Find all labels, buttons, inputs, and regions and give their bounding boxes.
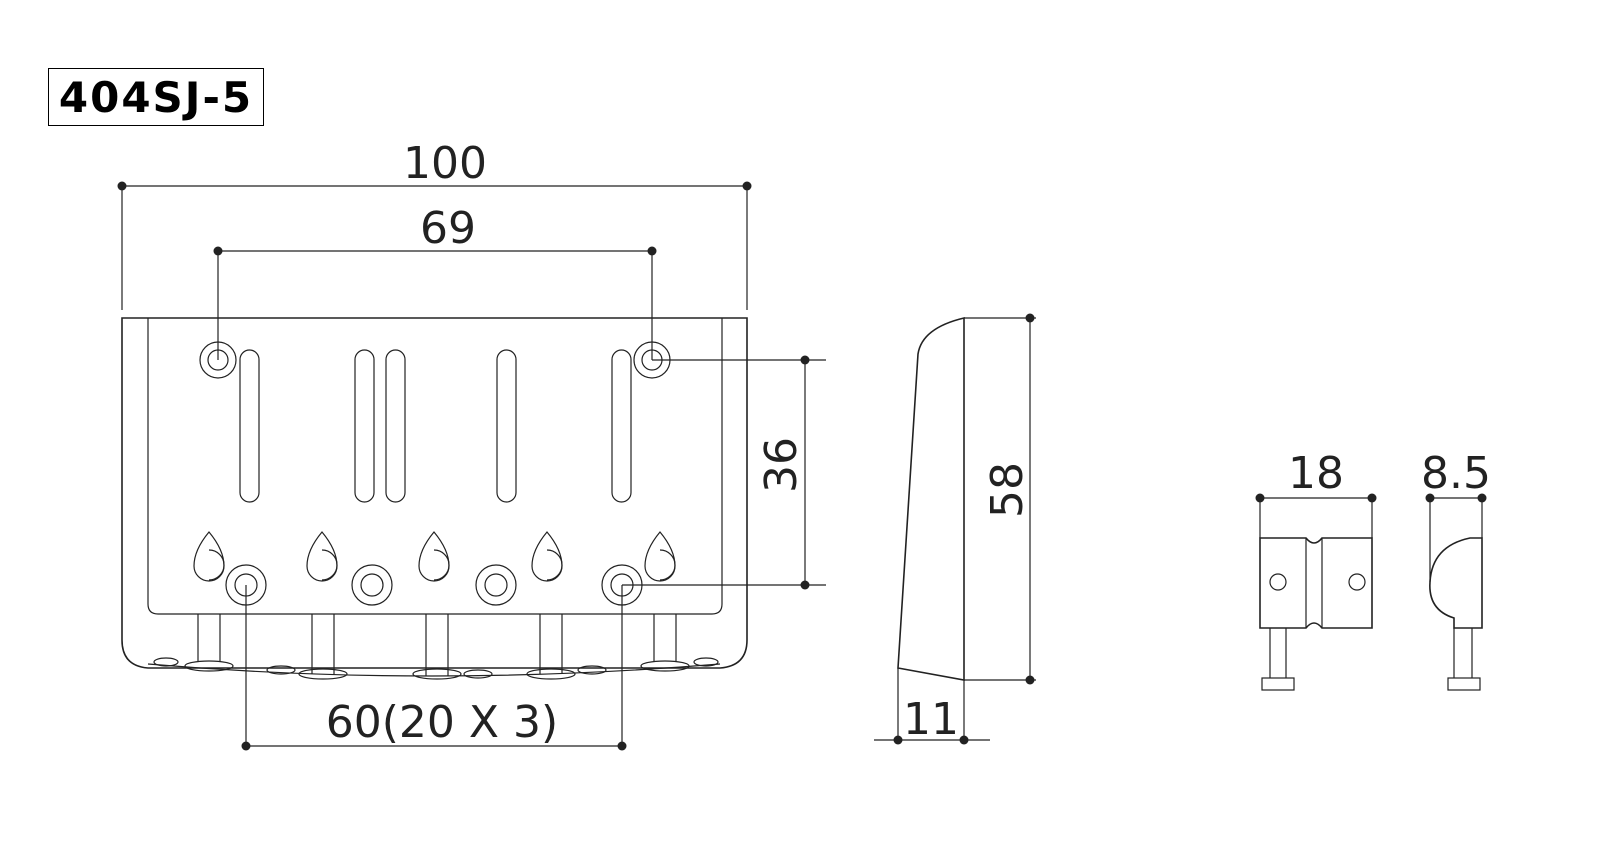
front-view [121, 317, 748, 680]
dimension-mount-span: 69 [213, 203, 657, 360]
model-label-box: 404SJ-5 [48, 68, 264, 126]
string-spacing-label: 60(20 X 3) [326, 697, 558, 748]
dimension-overall-width: 100 [117, 138, 752, 310]
dimension-string-spacing: 60(20 X 3) [241, 585, 627, 751]
saddle-width-label: 18 [1288, 448, 1344, 499]
side-view: 58 11 [874, 313, 1036, 745]
saddle-front-view: 18 [1255, 448, 1377, 691]
saddle-side-view: 8.5 [1421, 448, 1491, 691]
overall-width-label: 100 [403, 138, 487, 189]
saddle-depth-label: 8.5 [1421, 448, 1491, 499]
dimension-mount-height: 36 [622, 355, 826, 590]
mount-span-label: 69 [420, 203, 476, 254]
side-depth-label: 11 [903, 694, 959, 745]
model-label: 404SJ-5 [58, 72, 254, 122]
side-height-label: 58 [982, 462, 1033, 518]
mount-height-label: 36 [756, 437, 807, 493]
